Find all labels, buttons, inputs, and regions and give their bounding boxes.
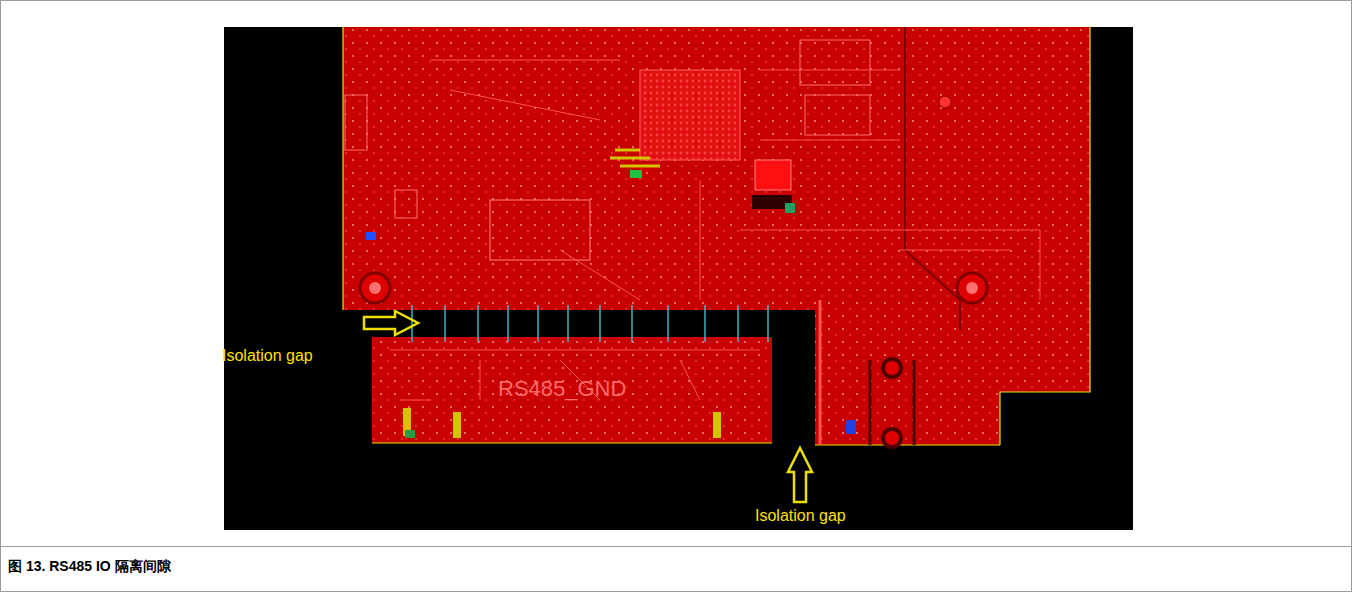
- connector-pad: [883, 429, 901, 447]
- caption-divider: [1, 546, 1352, 547]
- plane-split: [904, 27, 906, 250]
- component: [846, 420, 856, 434]
- connector-footprint: [800, 40, 870, 85]
- component: [785, 203, 795, 213]
- callout-arrow: [364, 311, 418, 335]
- mounting-hole: [369, 282, 381, 294]
- test-point: [939, 96, 951, 108]
- bga-chip: [640, 70, 740, 160]
- regulator: [755, 160, 791, 190]
- via-field: [372, 337, 772, 443]
- net-name: RS485_GND: [498, 376, 626, 402]
- isolator-outline: [412, 305, 768, 342]
- component: [405, 430, 415, 438]
- trace: [819, 300, 822, 445]
- callout-arrow: [788, 448, 812, 502]
- mounting-hole: [966, 282, 978, 294]
- bga-balls: [640, 70, 740, 160]
- board-outline: [343, 27, 1090, 445]
- component: [453, 412, 461, 438]
- figure-caption: 图 13. RS485 IO 隔离间隙: [8, 558, 171, 575]
- rs485-ground-island: [372, 337, 772, 443]
- trace: [430, 60, 1040, 300]
- trace: [610, 150, 660, 166]
- component: [366, 232, 376, 240]
- connector-footprint: [805, 95, 870, 135]
- component: [713, 412, 721, 438]
- callout-label: Isolation gap: [222, 346, 313, 365]
- component: [630, 170, 642, 178]
- inductor: [395, 190, 417, 218]
- main-ground-pour: [343, 27, 1090, 445]
- connector-footprint: [345, 95, 367, 150]
- via-field: [343, 27, 1090, 445]
- connector-pad: [883, 359, 901, 377]
- connector-outline: [870, 360, 914, 445]
- mounting-hole: [360, 273, 390, 303]
- mounting-hole: [957, 273, 987, 303]
- component-group: [490, 200, 590, 260]
- callout-label: Isolation gap: [755, 506, 846, 525]
- plane-split: [905, 250, 960, 330]
- layout-background: [224, 27, 1133, 530]
